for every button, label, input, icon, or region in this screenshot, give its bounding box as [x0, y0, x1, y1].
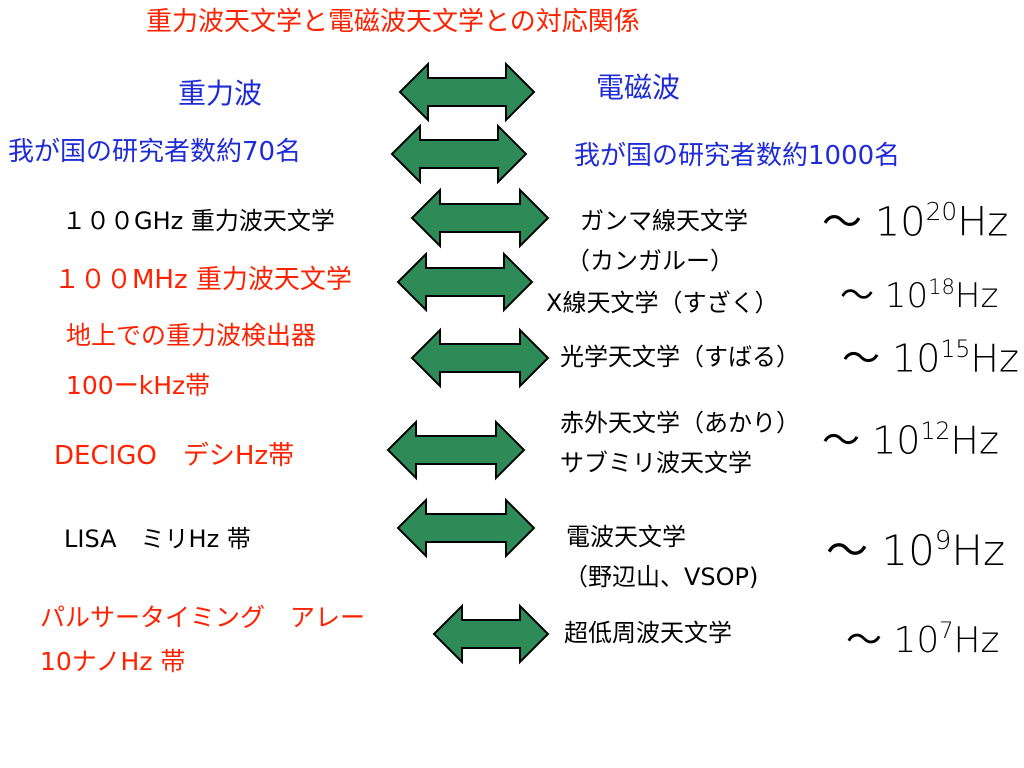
gravitational-wave-header: 重力波 — [178, 77, 263, 110]
frequency-label-12: ～ 1012Hz — [822, 417, 999, 463]
frequency-label-20: ～ 1020Hz — [822, 197, 1009, 246]
em-radio-label: 電波天文学 — [566, 523, 686, 551]
em-radio-observatories: （野辺山、VSOP) — [564, 563, 759, 591]
gw-band-100mhz: １００MHz 重力波天文学 — [54, 265, 352, 295]
em-submillimeter-label: サブミリ波天文学 — [560, 449, 752, 477]
em-optical-label: 光学天文学（すばる） — [560, 343, 800, 371]
slide-title: 重力波天文学と電磁波天文学との対応関係 — [146, 7, 640, 37]
gw-band-100ghz: １００GHz 重力波天文学 — [62, 207, 335, 235]
em-xray-label: X線天文学（すざく） — [546, 289, 779, 317]
double-arrow-icon — [410, 187, 550, 249]
em-infrared-label: 赤外天文学（あかり） — [560, 409, 800, 437]
double-arrow-icon — [432, 603, 550, 665]
double-arrow-icon — [410, 327, 550, 389]
double-arrow-icon — [396, 251, 534, 313]
gw-pulsar-timing-array: パルサータイミング アレー — [40, 603, 366, 632]
frequency-label-7: ～ 107Hz — [846, 618, 1000, 661]
gw-ground-detector: 地上での重力波検出器 — [66, 321, 317, 350]
double-arrow-icon — [386, 419, 526, 481]
gw-decigo-band: DECIGO デシHz帯 — [54, 441, 295, 471]
frequency-label-18: ～ 1018Hz — [840, 274, 999, 317]
frequency-label-15: ～ 1015Hz — [842, 335, 1019, 381]
em-researcher-count: 我が国の研究者数約1000名 — [574, 141, 901, 171]
double-arrow-icon — [398, 61, 536, 123]
gw-band-nanohz: 10ナノHz 帯 — [40, 647, 186, 676]
electromagnetic-wave-header: 電磁波 — [596, 71, 681, 104]
em-gamma-ray-label: ガンマ線天文学 — [580, 207, 748, 235]
em-ultra-low-frequency-label: 超低周波天文学 — [564, 619, 732, 647]
frequency-label-9: ～ 109Hz — [826, 526, 1005, 576]
em-gamma-ray-mission: （カンガルー） — [566, 247, 734, 275]
double-arrow-icon — [390, 123, 528, 185]
gw-researcher-count: 我が国の研究者数約70名 — [8, 137, 302, 167]
gw-lisa-band: LISA ミリHz 帯 — [64, 525, 251, 553]
gw-band-khz: 100ーkHz帯 — [66, 371, 211, 400]
double-arrow-icon — [396, 497, 536, 559]
